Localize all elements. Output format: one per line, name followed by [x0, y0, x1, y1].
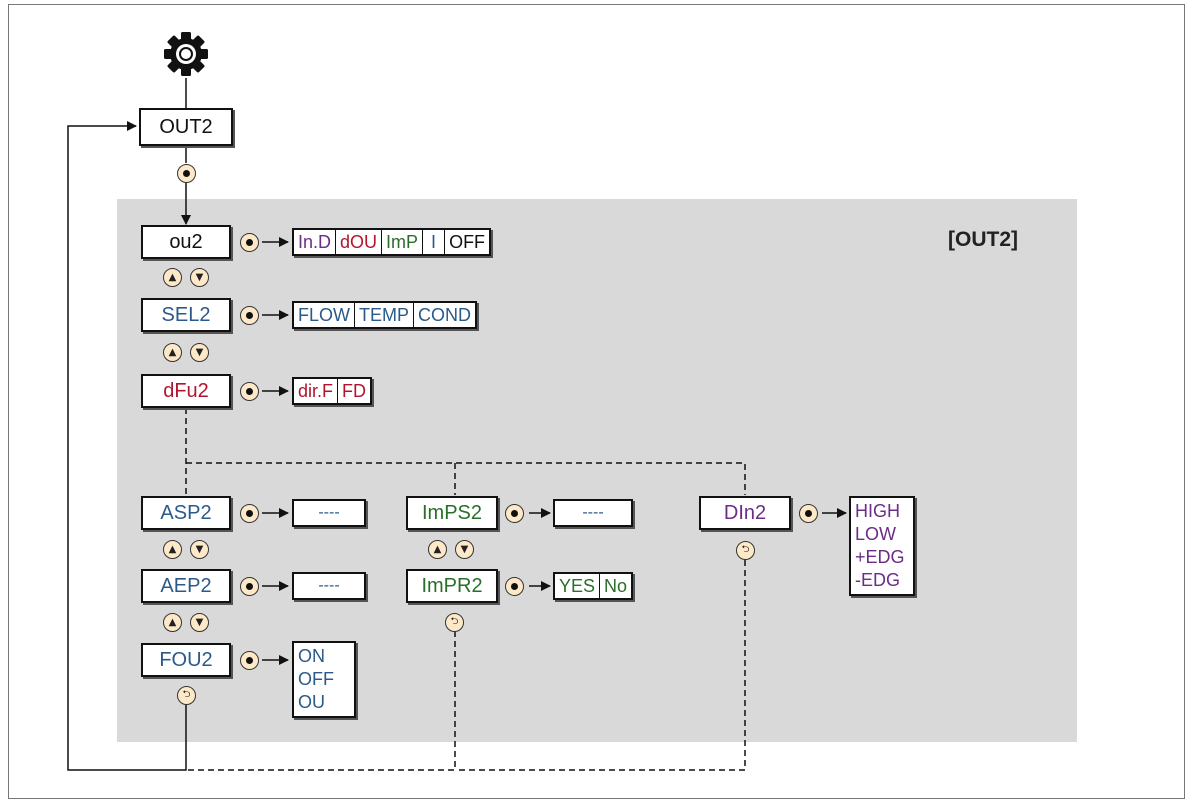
option[interactable]: LOW	[855, 524, 897, 544]
enter-button-icon[interactable]	[240, 651, 259, 670]
option[interactable]: OFF	[444, 230, 489, 254]
down-button-icon[interactable]: ▼	[190, 613, 209, 632]
param-sel2[interactable]: SEL2	[141, 298, 231, 332]
out2-panel	[117, 199, 1077, 742]
up-button-icon[interactable]: ▲	[163, 540, 182, 559]
sel2-options: FLOW TEMP COND	[292, 301, 478, 329]
option[interactable]: COND	[413, 303, 475, 327]
param-impr2[interactable]: ImPR2	[406, 569, 498, 603]
enter-button-icon[interactable]	[240, 306, 259, 325]
down-button-icon[interactable]: ▼	[455, 540, 474, 559]
enter-button-icon[interactable]	[240, 504, 259, 523]
option[interactable]: -EDG	[855, 570, 900, 590]
return-button-icon[interactable]: ⮌	[445, 613, 464, 632]
option[interactable]: ImP	[381, 230, 422, 254]
enter-button-icon[interactable]	[240, 577, 259, 596]
param-asp2[interactable]: ASP2	[141, 496, 231, 530]
menu-title-tag: [OUT2]	[948, 228, 1018, 251]
option[interactable]: dOU	[335, 230, 381, 254]
down-button-icon[interactable]: ▼	[190, 268, 209, 287]
option[interactable]: OFF	[298, 669, 334, 689]
option[interactable]: ON	[298, 646, 325, 666]
param-fou2[interactable]: FOU2	[141, 643, 231, 677]
param-dfu2[interactable]: dFu2	[141, 374, 231, 408]
option[interactable]: In.D	[298, 231, 332, 252]
param-imps2[interactable]: ImPS2	[406, 496, 498, 530]
enter-button-icon[interactable]	[240, 233, 259, 252]
aep2-value[interactable]: ----	[292, 572, 366, 600]
gear-icon	[164, 32, 208, 76]
option[interactable]: No	[599, 574, 631, 598]
enter-button-icon[interactable]	[240, 382, 259, 401]
option[interactable]: OU	[298, 692, 325, 712]
imps2-value[interactable]: ----	[553, 499, 633, 527]
option[interactable]: I	[422, 230, 444, 254]
din2-options: HIGH LOW +EDG -EDG	[849, 496, 915, 596]
enter-button-icon[interactable]	[799, 504, 818, 523]
down-button-icon[interactable]: ▼	[190, 540, 209, 559]
impr2-options: YES No	[553, 572, 634, 600]
enter-button-icon[interactable]	[505, 504, 524, 523]
option[interactable]: +EDG	[855, 547, 905, 567]
option[interactable]: YES	[559, 575, 596, 596]
option[interactable]: TEMP	[354, 303, 413, 327]
out2-menu-box[interactable]: OUT2	[139, 108, 233, 146]
up-button-icon[interactable]: ▲	[163, 343, 182, 362]
fou2-options: ON OFF OU	[292, 641, 356, 718]
up-button-icon[interactable]: ▲	[428, 540, 447, 559]
param-din2[interactable]: DIn2	[699, 496, 791, 530]
param-ou2[interactable]: ou2	[141, 225, 231, 259]
up-button-icon[interactable]: ▲	[163, 613, 182, 632]
enter-button-icon[interactable]	[505, 577, 524, 596]
enter-button-icon[interactable]	[177, 164, 196, 183]
option[interactable]: HIGH	[855, 501, 900, 521]
asp2-value[interactable]: ----	[292, 499, 366, 527]
param-aep2[interactable]: AEP2	[141, 569, 231, 603]
down-button-icon[interactable]: ▼	[190, 343, 209, 362]
option[interactable]: FLOW	[298, 304, 350, 325]
option[interactable]: dir.F	[298, 380, 334, 401]
return-button-icon[interactable]: ⮌	[736, 541, 755, 560]
dfu2-options: dir.F FD	[292, 377, 373, 405]
ou2-options: In.D dOU ImP I OFF	[292, 228, 492, 256]
option[interactable]: FD	[337, 379, 370, 403]
return-button-icon[interactable]: ⮌	[177, 686, 196, 705]
up-button-icon[interactable]: ▲	[163, 268, 182, 287]
